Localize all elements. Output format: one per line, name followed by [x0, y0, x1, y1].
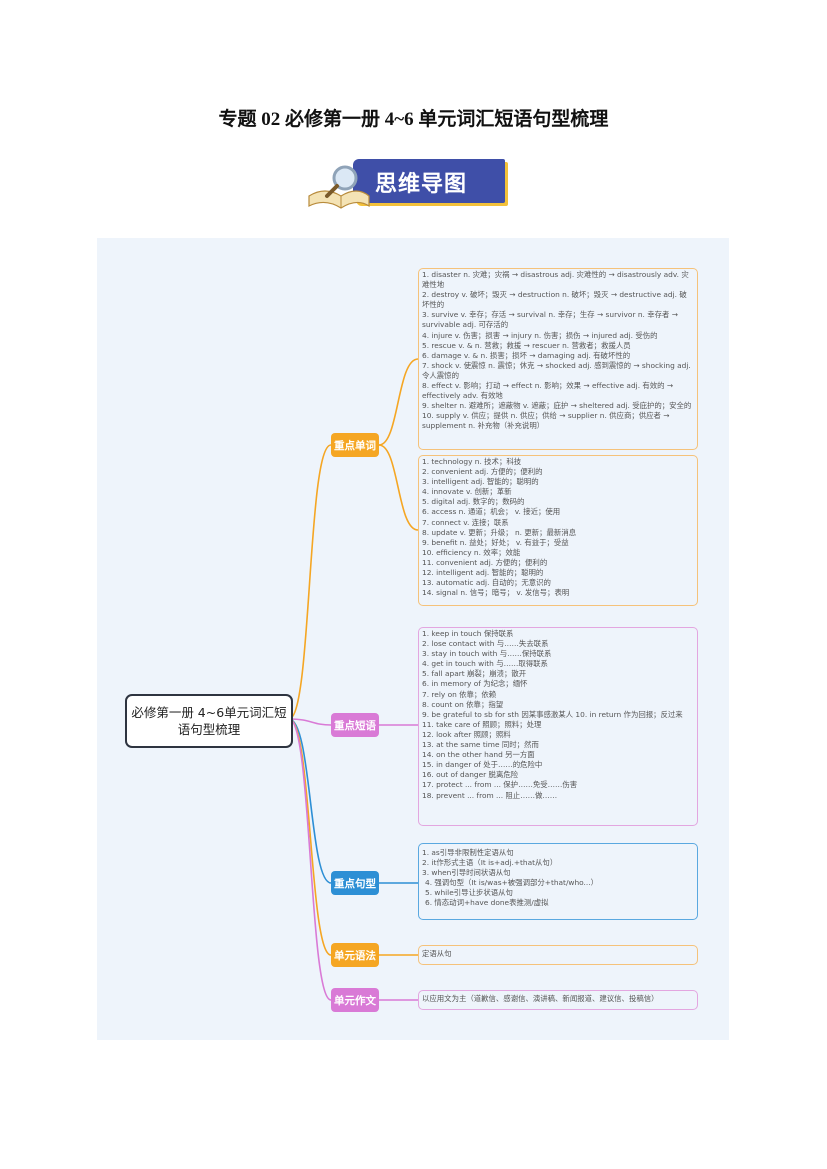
word-item: 10. supply v. 供应；提供 n. 供应；供给 → supplier … [422, 411, 670, 431]
branch-key-sentences: 重点句型 [331, 871, 379, 895]
branch-unit-grammar: 单元语法 [331, 943, 379, 967]
word-item: 5. rescue v. & n. 营救；救援 → rescuer n. 营救者… [422, 340, 631, 350]
writing-text: 以应用文为主（道歉信、感谢信、演讲稿、新闻报道、建议信、投稿信） [422, 994, 659, 1003]
word-item: 11. convenient adj. 方便的；便利的 [422, 557, 548, 567]
word-item: 10. efficiency n. 效率；效能 [422, 547, 521, 557]
word-item: 12. intelligent adj. 智能的；聪明的 [422, 568, 544, 578]
phrase-item: 3. stay in touch with 与……保持联系 [422, 649, 552, 659]
word-item: 9. shelter n. 避难所；遮蔽物 v. 遮蔽；庇护 → shelter… [422, 401, 692, 411]
sentence-item: 4. 强调句型（It is/was+被强调部分+that/who...） [425, 878, 598, 888]
phrase-item: 5. fall apart 崩裂；崩溃；散开 [422, 669, 527, 679]
link-words-box2 [378, 444, 419, 531]
word-item: 3. intelligent adj. 智能的；聪明的 [422, 477, 539, 487]
word-item: 4. injure v. 伤害；损害 → injury n. 伤害；损伤 → i… [422, 330, 658, 340]
word-item: 4. innovate v. 创新；革新 [422, 487, 512, 497]
link-root-words [288, 444, 332, 720]
word-item: 6. damage v. & n. 损害；损坏 → damaging adj. … [422, 350, 631, 360]
link-root-phrases [288, 718, 332, 726]
mind-map-connectors [288, 358, 419, 1001]
branch-unit-writing: 单元作文 [331, 988, 379, 1012]
phrase-item: 12. look after 照顾；照料 [422, 729, 511, 739]
phrase-item: 17. protect ... from ... 保护……免受……伤害 [422, 780, 578, 790]
phrase-item: 2. lose contact with 与……失去联系 [422, 639, 549, 649]
phrase-item: 15. in danger of 处于……的危险中 [422, 760, 543, 770]
words-list-1: 1. disaster n. 灾难；灾祸 → disastrous adj. 灾… [418, 268, 698, 450]
link-words-box1 [378, 358, 419, 446]
link-root-grammar [288, 718, 332, 956]
badge-label: 思维导图 [375, 172, 468, 197]
word-item: 8. effect v. 影响；打动 → effect n. 影响；效果 → e… [422, 381, 674, 401]
sentence-item: 3. when引导时间状语从句 [422, 868, 511, 878]
branch-key-phrases: 重点短语 [331, 713, 379, 737]
sentence-item: 2. it作形式主语（It is+adj.+that从句） [422, 858, 558, 868]
word-item: 7. shock v. 使震惊 n. 震惊；休克 → shocked adj. … [422, 360, 691, 380]
phrase-item: 13. at the same time 同时；然而 [422, 740, 539, 750]
word-item: 3. survive v. 幸存；存活 → survival n. 幸存；生存 … [422, 310, 678, 330]
branch-key-words: 重点单词 [331, 433, 379, 457]
grammar-text: 定语从句 [422, 949, 452, 958]
phrase-item: 18. prevent ... from ... 阻止……做…… [422, 790, 558, 800]
sentence-item: 1. as引导非限制性定语从句 [422, 848, 514, 857]
word-item: 6. access n. 通道；机会； v. 接近；使用 [422, 507, 561, 517]
writing-box: 以应用文为主（道歉信、感谢信、演讲稿、新闻报道、建议信、投稿信） [418, 990, 698, 1010]
word-item: 8. update v. 更新；升级； n. 更新；最新消息 [422, 527, 577, 537]
word-item: 1. disaster n. 灾难；灾祸 → disastrous adj. 灾… [422, 270, 689, 290]
phrase-item: 16. out of danger 脱离危险 [422, 770, 519, 780]
phrase-item: 14. on the other hand 另一方面 [422, 750, 535, 760]
word-item: 13. automatic adj. 自动的；无意识的 [422, 578, 551, 588]
word-item: 2. convenient adj. 方便的；便利的 [422, 467, 543, 477]
word-item: 14. signal n. 信号；暗号； v. 发信号；表明 [422, 588, 570, 598]
root-node: 必修第一册 4~6单元词汇短语句型梳理 [125, 694, 293, 748]
word-item: 5. digital adj. 数字的；数码的 [422, 497, 525, 507]
word-item: 9. benefit n. 益处；好处； v. 有益于；受益 [422, 537, 569, 547]
mind-map-badge: 思维导图 [305, 156, 507, 212]
link-root-writing [288, 718, 332, 1001]
sentence-item: 6. 情态动词+have done表推测/虚拟 [425, 898, 549, 908]
phrase-item: 11. take care of 照顾；照料；处理 [422, 719, 542, 729]
phrase-item: 6. in memory of 为纪念；缅怀 [422, 679, 528, 689]
grammar-box: 定语从句 [418, 945, 698, 965]
phrase-item: 4. get in touch with 与……取得联系 [422, 659, 548, 669]
badge-banner [353, 159, 505, 203]
phrase-item: 9. be grateful to sb for sth 因某事感激某人 10.… [422, 709, 683, 719]
page-title: 专题 02 必修第一册 4~6 单元词汇短语句型梳理 [218, 109, 609, 130]
word-item: 1. technology n. 技术；科技 [422, 457, 522, 466]
word-item: 2. destroy v. 破坏；毁灭 → destruction n. 破坏；… [422, 290, 687, 310]
mind-map: 必修第一册 4~6单元词汇短语句型梳理 重点单词 重点短语 重点句型 单元语法 … [97, 238, 729, 1040]
phrase-item: 7. rely on 依靠；依赖 [422, 689, 497, 699]
word-item: 7. connect v. 连接；联系 [422, 517, 509, 527]
link-root-sentences [288, 718, 332, 884]
phrase-item: 8. count on 依靠；指望 [422, 699, 504, 709]
phrase-item: 1. keep in touch 保持联系 [422, 629, 514, 638]
book-magnifier-icon [308, 165, 370, 209]
sentence-item: 5. while引导让步状语从句 [425, 888, 513, 898]
